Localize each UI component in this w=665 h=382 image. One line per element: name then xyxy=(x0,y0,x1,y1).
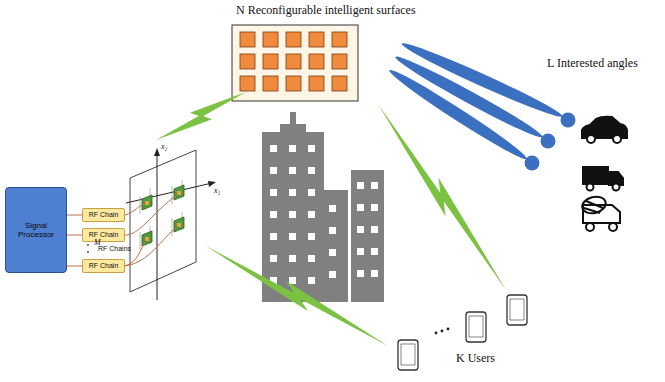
ris-elements xyxy=(240,32,347,91)
box-label: RF Chain xyxy=(89,231,119,239)
rf-chain-box: RF Chain xyxy=(82,208,125,222)
beam-label: L Interested angles xyxy=(547,56,638,71)
box-label: RF Chain xyxy=(89,211,119,219)
vehicles xyxy=(580,117,627,231)
user-devices xyxy=(398,295,527,370)
processor-box: Signal Processor xyxy=(5,187,67,273)
axis-label: x₂ xyxy=(161,142,167,151)
wireless-links xyxy=(156,92,506,346)
ellipsis-dots xyxy=(435,328,450,335)
panel-heading: N Reconfigurable intelligent surfaces xyxy=(236,4,416,18)
rf-chain-box: RF Chain xyxy=(82,259,125,273)
wire-connector xyxy=(67,215,82,216)
ris-panel-node: N Reconfigurable intelligent surfaces xyxy=(232,25,358,101)
users-label: K Users xyxy=(456,351,495,366)
caption-label: RF Chains xyxy=(98,245,131,252)
wire-connector xyxy=(67,235,82,236)
wire-connector xyxy=(67,266,82,267)
buildings xyxy=(262,112,384,302)
box-label: RF Chain xyxy=(89,262,119,270)
antenna-array xyxy=(87,148,216,300)
rf-chain-box: RF Chain xyxy=(82,228,125,242)
ris-panel xyxy=(232,25,358,101)
axis-label: x₁ xyxy=(214,186,220,195)
building-windows xyxy=(270,145,378,284)
box-label: Signal Processor xyxy=(6,221,66,239)
